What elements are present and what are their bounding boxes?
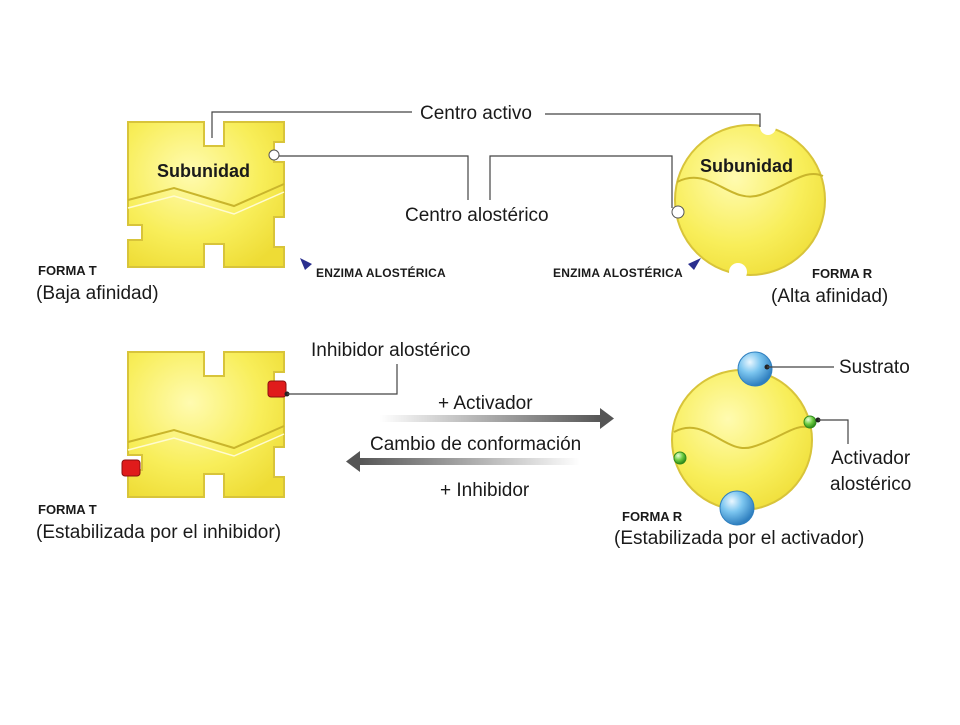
leader-activador — [818, 419, 849, 444]
label-estabilizada-inhibidor: (Estabilizada por el inhibidor) — [36, 522, 282, 543]
inhibitor-molecule-top — [267, 380, 287, 398]
pointer-triangle-right — [688, 258, 701, 270]
activator-molecule-left — [673, 451, 687, 465]
label-baja-afinidad: (Baja afinidad) — [36, 283, 159, 304]
label-forma-t-top: FORMA T — [38, 263, 97, 278]
label-alta-afinidad: (Alta afinidad) — [771, 286, 889, 307]
leader-centro-activo — [211, 111, 761, 138]
leader-centro-alosterico — [279, 155, 673, 208]
label-activador-alosterico-1: Activador — [831, 448, 911, 469]
pointer-triangle-left — [300, 258, 312, 270]
label-enzima-alosterica-left: ENZIMA ALOSTÉRICA — [316, 266, 446, 280]
label-estabilizada-activador: (Estabilizada por el activador) — [614, 528, 865, 549]
enzyme-t-form-bottom — [127, 351, 285, 498]
label-subunidad-left: Subunidad — [157, 161, 250, 181]
label-inhibidor: + Inhibidor — [440, 480, 530, 501]
arrow-to-r — [380, 408, 614, 429]
label-forma-r-top: FORMA R — [812, 266, 873, 281]
label-forma-r-bottom: FORMA R — [622, 509, 683, 524]
label-enzima-alosterica-right: ENZIMA ALOSTÉRICA — [553, 266, 683, 280]
arrow-to-t — [346, 451, 580, 472]
label-forma-t-bottom: FORMA T — [38, 502, 97, 517]
leader-inhibidor — [287, 364, 398, 395]
substrate-molecule-bottom — [719, 490, 755, 526]
enzyme-t-form-top — [127, 121, 285, 268]
label-cambio-conformacion: Cambio de conformación — [370, 434, 582, 455]
substrate-molecule-top — [737, 351, 773, 387]
enzyme-r-form-bottom — [671, 369, 813, 511]
activator-molecule-right — [803, 415, 817, 429]
label-activador: + Activador — [438, 393, 533, 414]
inhibitor-molecule-bottom — [121, 459, 141, 477]
label-inhibidor-alosterico: Inhibidor alostérico — [311, 340, 471, 361]
label-centro-alosterico: Centro alostérico — [405, 205, 549, 226]
label-subunidad-right: Subunidad — [700, 156, 793, 176]
label-sustrato: Sustrato — [839, 357, 910, 378]
label-centro-activo: Centro activo — [420, 103, 532, 124]
label-activador-alosterico-2: alostérico — [830, 474, 912, 495]
enzyme-r-form-top — [671, 119, 826, 281]
